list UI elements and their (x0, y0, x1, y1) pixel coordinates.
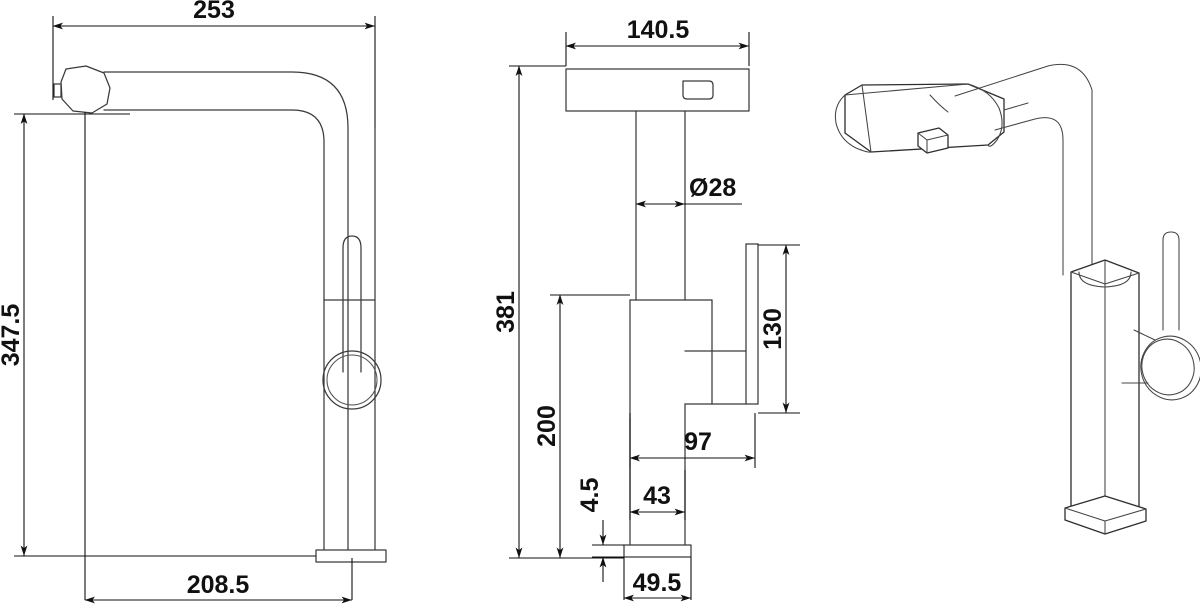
spout-bar (565, 68, 750, 112)
iso-spout-bar-body (844, 83, 1005, 153)
iso-lever-connector-upper (1133, 329, 1156, 341)
dim-43: 43 (629, 418, 686, 520)
base-plate (315, 549, 387, 563)
dim-97-label: 97 (684, 428, 712, 456)
side-view-spout-geometry (53, 65, 387, 563)
iso-lever-stem (1162, 231, 1180, 331)
iso-lever-ring-inner (1141, 338, 1195, 396)
dim-347-5-label: 347.5 (0, 304, 25, 367)
dim-49-5-label: 49.5 (633, 569, 682, 597)
dim-130-label: 130 (759, 308, 787, 350)
front-view: 140.5 Ø28 381 200 (492, 16, 800, 602)
lever-stem (342, 235, 362, 373)
dim-d28: Ø28 (635, 174, 742, 208)
base-plate-front (623, 544, 692, 558)
dim-49-5: 49.5 (623, 557, 692, 602)
dim-140-5: 140.5 (565, 16, 750, 66)
dim-200-label: 200 (533, 405, 561, 447)
iso-spout-left-cap (834, 94, 872, 153)
aerator-detail (682, 80, 714, 100)
spout-head-outline (60, 65, 111, 114)
dim-4-5: 4.5 (576, 478, 624, 582)
dim-347-5: 347.5 (0, 113, 316, 557)
dim-4-5-label: 4.5 (576, 478, 604, 513)
iso-arm-inner (994, 117, 1064, 256)
dim-130: 130 (758, 244, 800, 414)
spout-head-nub (53, 83, 62, 98)
iso-base-plate (1064, 495, 1147, 535)
lever-ring-inner (326, 354, 378, 406)
iso-column-top-rim (1070, 271, 1140, 285)
dim-43-label: 43 (643, 482, 671, 510)
side-view: 253 347.5 208.5 (0, 0, 387, 604)
dim-381-label: 381 (492, 291, 520, 333)
iso-arm-joint (1003, 102, 1029, 111)
iso-arm-top (954, 63, 1093, 101)
dim-253: 253 (52, 0, 376, 128)
dim-97: 97 (629, 413, 756, 468)
dim-253-label: 253 (193, 0, 235, 24)
dim-381: 381 (492, 65, 624, 559)
iso-spout-top-fold (861, 84, 872, 153)
iso-spout-top-edge (844, 83, 969, 96)
iso-arm-swivel-mark (929, 94, 949, 113)
dim-200: 200 (533, 294, 630, 558)
iso-spout-right-cap (967, 83, 1003, 147)
lever-ring-outer (322, 350, 382, 410)
spout-tube-outer (103, 71, 349, 561)
iso-aerator-button (917, 127, 949, 154)
dim-208-5-label: 208.5 (187, 571, 250, 599)
dim-140-5-label: 140.5 (627, 16, 690, 44)
dim-208-5: 208.5 (84, 112, 353, 604)
spout-tube-inner (103, 109, 325, 301)
isometric-view (834, 63, 1200, 535)
dim-d28-label: Ø28 (689, 174, 736, 202)
iso-column-hole (1078, 271, 1132, 288)
